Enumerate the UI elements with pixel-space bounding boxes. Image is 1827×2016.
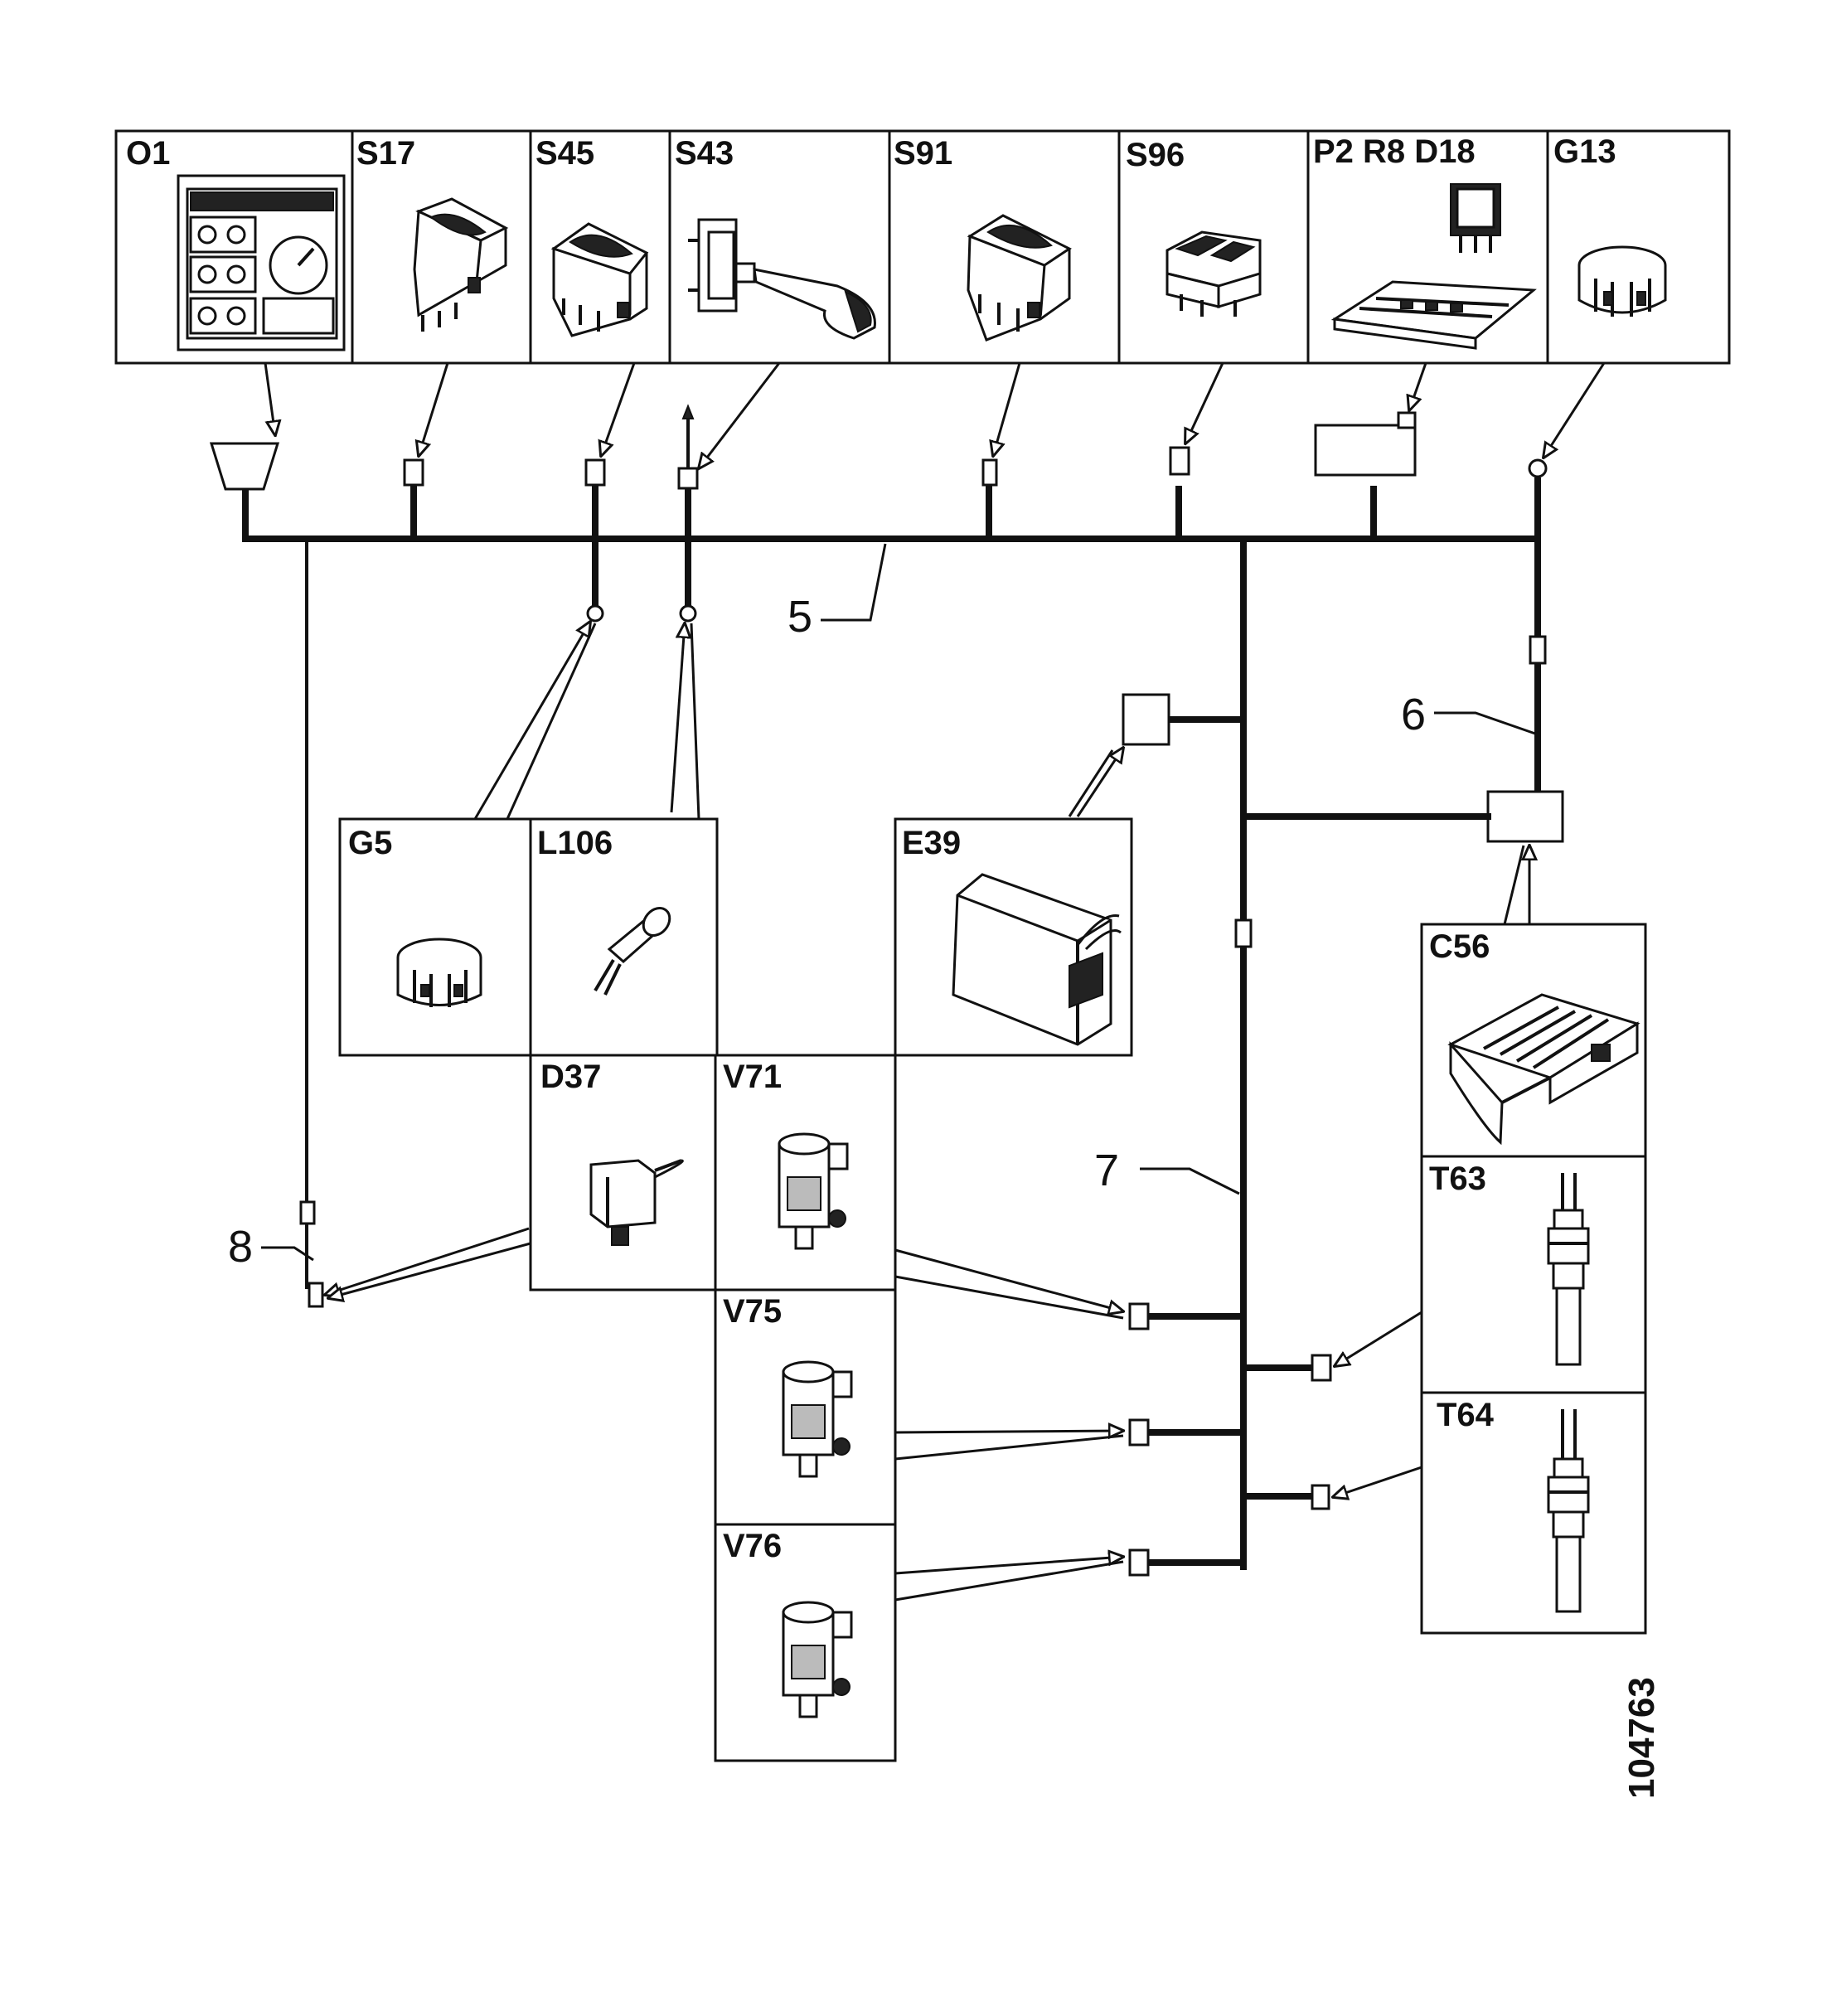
top-strip-frame [114, 129, 1731, 365]
label-g13: G13 [1553, 133, 1616, 170]
label-c56: C56 [1429, 928, 1490, 965]
connector [1128, 1548, 1150, 1577]
label-s45: S45 [536, 135, 594, 172]
relay-fusebox-icon [1330, 183, 1537, 350]
label-t64: T64 [1437, 1397, 1495, 1433]
label-s91: S91 [894, 135, 952, 172]
callout-7: 7 [1094, 1146, 1119, 1195]
connector [1529, 635, 1547, 665]
connector [308, 1282, 324, 1308]
harness-6: 6 [1401, 536, 1564, 925]
temperature-sensor-icon [1547, 1173, 1590, 1366]
rocker-switch-icon [550, 222, 649, 337]
label-s17: S17 [356, 135, 415, 172]
label-s96: S96 [1126, 137, 1185, 173]
sensor-ring-icon [396, 938, 482, 1007]
connector [677, 467, 699, 490]
connector [1128, 1418, 1150, 1447]
label-p2-r8-d18: P2 R8 D18 [1313, 133, 1476, 170]
connector [1528, 458, 1548, 478]
callout-6: 6 [1401, 690, 1426, 739]
rocker-switch-icon [413, 197, 509, 332]
valves-panel: D37 V71 V75 V76 [529, 1054, 897, 1762]
label-e39: E39 [902, 825, 961, 861]
top-component-strip: O1 S17 S45 S43 S91 S96 P2 R8 D18 G13 [114, 129, 1731, 365]
harness-5: 5 [209, 362, 1606, 642]
stalk-switch-icon [688, 218, 876, 340]
solenoid-valve-icon [782, 1360, 853, 1478]
connector [1397, 411, 1417, 429]
label-v71: V71 [723, 1059, 782, 1095]
connector [209, 442, 280, 491]
connector [299, 1200, 316, 1225]
climate-unit-panel: C56 T63 T64 [1420, 923, 1647, 1635]
solenoid-valve-icon [782, 1601, 853, 1718]
connector [403, 458, 424, 487]
label-g5: G5 [348, 825, 392, 861]
connector [586, 604, 604, 623]
connector [981, 458, 998, 487]
document-number: 104763 [1621, 1677, 1662, 1799]
connector [1169, 446, 1190, 476]
temperature-sensor-icon [1547, 1409, 1590, 1613]
climate-control-unit-icon [1447, 993, 1640, 1146]
connector [1311, 1484, 1330, 1510]
solenoid-valve-icon [778, 1132, 849, 1250]
connector [584, 458, 606, 487]
connector [1122, 693, 1170, 746]
control-module-icon [952, 873, 1122, 1046]
label-v75: V75 [723, 1293, 782, 1330]
connector [1486, 790, 1564, 843]
label-o1: O1 [126, 135, 170, 172]
pressure-switch-icon [589, 1159, 684, 1246]
label-v76: V76 [723, 1528, 782, 1564]
connector [679, 604, 697, 623]
double-switch-icon [1166, 230, 1262, 317]
connector [1314, 424, 1417, 477]
connector [1234, 918, 1253, 948]
connector [1128, 1302, 1150, 1330]
connector [1311, 1354, 1332, 1382]
harness-7: 7 [894, 536, 1491, 1602]
sensor-ring-icon [1577, 245, 1667, 317]
harness-8: 8 [228, 539, 531, 1308]
callout-5: 5 [788, 592, 812, 642]
bulb-socket-icon [594, 907, 671, 996]
e39-panel: E39 [894, 817, 1133, 1057]
callout-8: 8 [228, 1222, 253, 1272]
rocker-switch-icon [967, 214, 1072, 342]
instrument-cluster-icon [177, 174, 346, 351]
label-l106: L106 [537, 825, 613, 861]
label-d37: D37 [540, 1059, 601, 1095]
g5-l106-panel: G5 L106 [338, 622, 719, 1057]
label-s43: S43 [675, 135, 734, 172]
label-t63: T63 [1429, 1161, 1486, 1197]
